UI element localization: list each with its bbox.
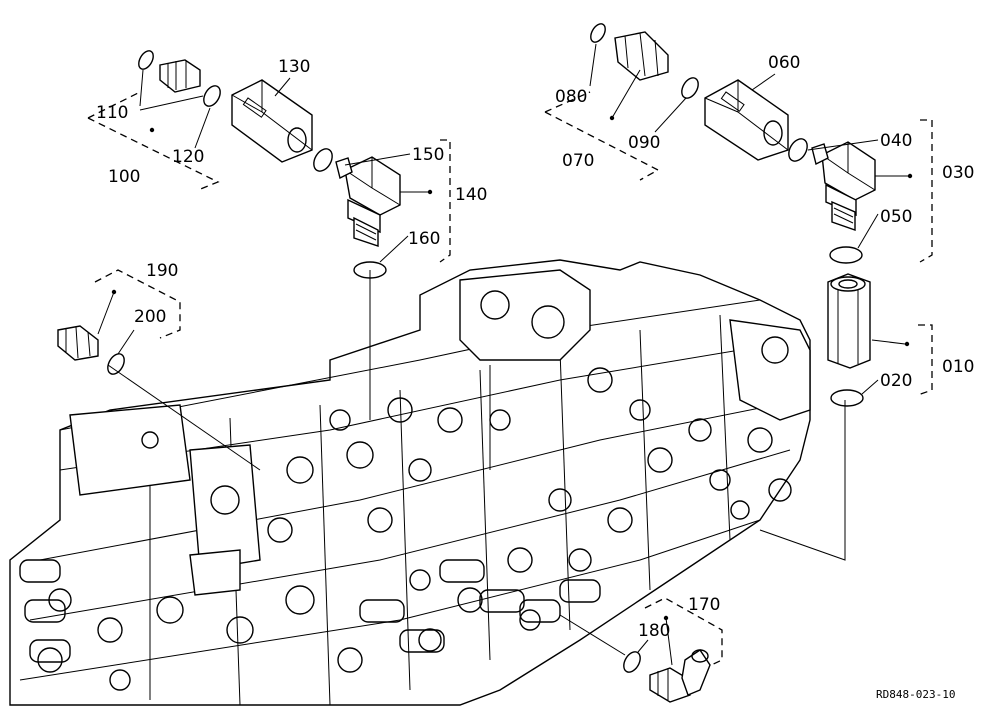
label-090: 090	[628, 133, 660, 153]
label-160: 160	[408, 229, 440, 249]
label-040: 040	[880, 131, 912, 151]
label-120: 120	[172, 147, 204, 167]
drawing-code: RD848-023-10	[876, 688, 955, 701]
fitting-group-010	[827, 273, 933, 407]
label-100: 100	[108, 167, 140, 187]
label-010: 010	[942, 357, 974, 377]
label-030: 030	[942, 163, 974, 183]
fitting-group-070	[544, 23, 789, 181]
label-170: 170	[688, 595, 720, 615]
fitting-group-170	[623, 597, 723, 703]
fitting-group-100	[87, 50, 313, 191]
label-020: 020	[880, 371, 912, 391]
control-valve-body	[9, 259, 811, 706]
label-050: 050	[880, 207, 912, 227]
label-180: 180	[638, 621, 670, 641]
label-080: 080	[555, 87, 587, 107]
label-070: 070	[562, 151, 594, 171]
label-leaders	[117, 43, 879, 653]
valve-group-140	[313, 139, 451, 279]
leader-lines	[107, 270, 846, 656]
label-110: 110	[96, 103, 128, 123]
label-150: 150	[412, 145, 444, 165]
label-060: 060	[768, 53, 800, 73]
label-190: 190	[146, 261, 178, 281]
callout-labels: 110 100 120 130 150 140 160 080 070 090 …	[96, 53, 974, 641]
label-130: 130	[278, 57, 310, 77]
label-140: 140	[455, 185, 487, 205]
fitting-group-190	[57, 269, 181, 375]
label-200: 200	[134, 307, 166, 327]
